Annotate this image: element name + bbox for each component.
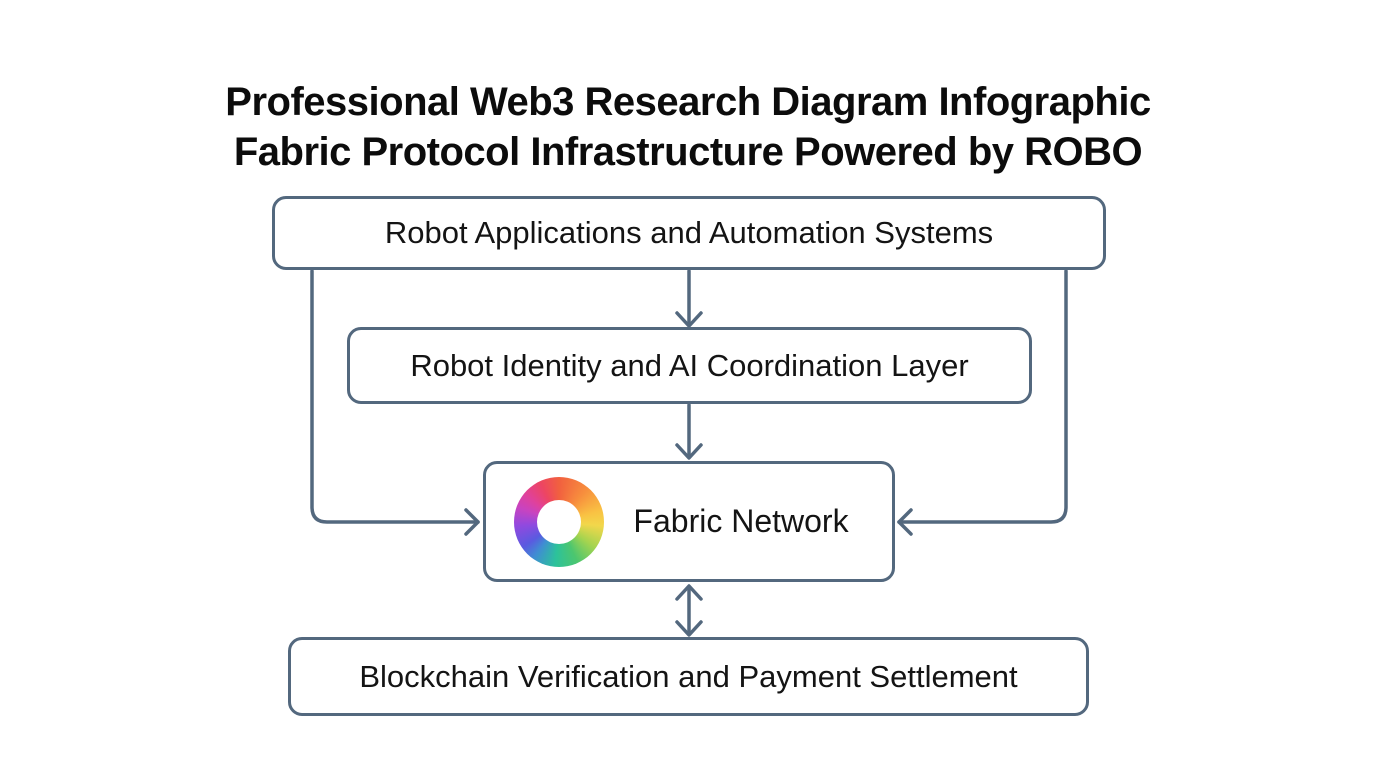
- arrow-fabric-blockchain-head-down: [675, 620, 703, 637]
- page-title-line1: Professional Web3 Research Diagram Infog…: [225, 79, 1151, 124]
- node-robot-applications-label: Robot Applications and Automation System…: [384, 215, 994, 250]
- arrow-apps-to-fabric-left-shaft: [310, 269, 480, 524]
- node-robot-applications: Robot Applications and Automation System…: [272, 196, 1106, 270]
- arrow-fabric-blockchain-head-up: [675, 584, 703, 601]
- node-fabric-network-label: Fabric Network: [633, 503, 849, 539]
- arrow-identity-to-fabric-head: [675, 443, 703, 460]
- fabric-ring-logo-icon: [514, 476, 604, 567]
- arrow-apps-to-fabric-left-head: [464, 508, 480, 536]
- node-blockchain-verification-label: Blockchain Verification and Payment Sett…: [359, 658, 1018, 694]
- node-robot-identity-label: Robot Identity and AI Coordination Layer: [410, 347, 969, 383]
- node-blockchain-verification: Blockchain Verification and Payment Sett…: [288, 637, 1089, 716]
- page-title: Professional Web3 Research Diagram Infog…: [0, 77, 1376, 177]
- node-robot-identity: Robot Identity and AI Coordination Layer: [347, 327, 1032, 404]
- arrow-apps-to-fabric-right-shaft: [897, 269, 1068, 524]
- arrow-apps-to-identity-head: [675, 311, 703, 328]
- page-title-line2: Fabric Protocol Infrastructure Powered b…: [233, 129, 1143, 174]
- arrow-apps-to-fabric-right-head: [897, 508, 913, 536]
- node-fabric-network: Fabric Network: [483, 461, 895, 582]
